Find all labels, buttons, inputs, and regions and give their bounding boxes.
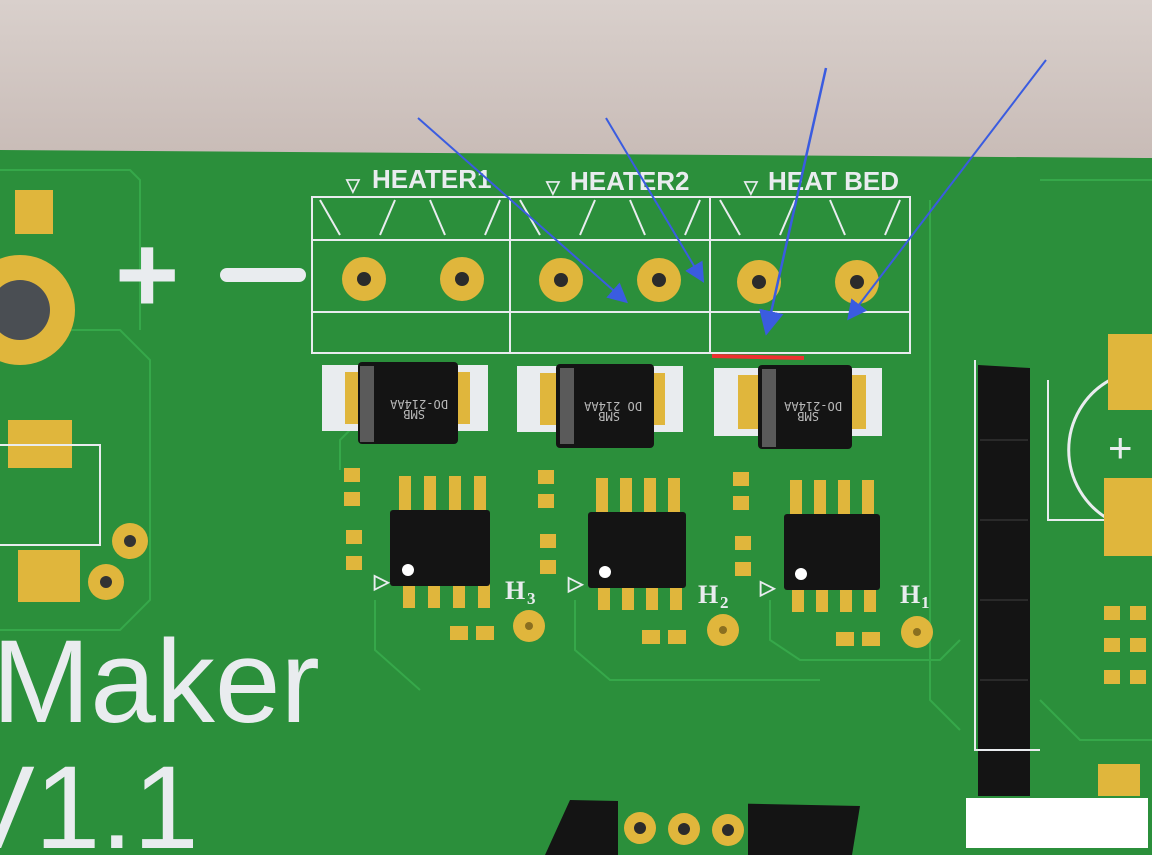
- test-points: H 3 H 2 H 1: [505, 576, 933, 648]
- svg-text:+: +: [1108, 424, 1133, 471]
- diode-part-label: DO 214AA: [583, 399, 642, 413]
- svg-text:▷: ▷: [567, 573, 585, 595]
- diode-package-label: SMB: [797, 409, 819, 423]
- heater1-label: HEATER1: [372, 164, 491, 194]
- mounting-hole: [0, 280, 50, 340]
- mosfet-chips: ▷ ▷ ▷: [373, 476, 880, 612]
- diode-part-label: DO-214AA: [783, 399, 842, 413]
- minus-sign-label: [220, 268, 306, 282]
- brand-label: Maker: [0, 616, 320, 748]
- diode-package-label: SMB: [403, 407, 425, 421]
- annotation-red-underline: [711, 354, 805, 360]
- diode-body: [556, 364, 654, 448]
- diode-body: [358, 362, 458, 444]
- annotation-arrow: [847, 59, 1047, 321]
- diode-body: [758, 365, 852, 449]
- triangle-icon: ▽: [345, 175, 361, 195]
- diode-package-label: SMB: [598, 409, 620, 423]
- test-point-h1-index: 1: [921, 593, 930, 612]
- test-point-h2-index: 2: [720, 593, 729, 612]
- copper-traces: [0, 169, 1152, 741]
- mosfet-1: ▷: [373, 476, 490, 608]
- bottom-connector: [545, 800, 860, 855]
- pcb-surface: [0, 150, 1152, 855]
- version-label: V1.1: [0, 742, 199, 855]
- blank-sticker: [966, 798, 1148, 848]
- test-point-h3-index: 3: [527, 589, 536, 608]
- svg-text:▷: ▷: [759, 577, 777, 599]
- heater2-label: HEATER2: [570, 166, 689, 196]
- smd-pad: [18, 550, 80, 602]
- triangle-icon: ▽: [743, 177, 759, 197]
- annotation-arrow: [605, 117, 705, 283]
- mosfet-3: ▷: [759, 480, 880, 612]
- test-point-h2-letter: H: [698, 580, 718, 609]
- annotation-overlay: [417, 59, 1047, 360]
- heatbed-label: HEAT BED: [768, 166, 899, 196]
- mosfet-2: ▷: [567, 478, 686, 610]
- annotation-arrow: [417, 117, 628, 304]
- svg-text:▷: ▷: [373, 571, 391, 593]
- diode-part-label: DO-214AA: [389, 397, 448, 411]
- pin-header-right: [974, 360, 1040, 796]
- smb-diodes: DO-214AA SMB DO 214AA SMB DO-214AA SMB: [322, 362, 882, 449]
- smd-pad: [15, 190, 53, 234]
- test-point-h1-letter: H: [900, 580, 920, 609]
- triangle-icon: ▽: [545, 177, 561, 197]
- test-point-h3-letter: H: [505, 576, 525, 605]
- heater-labels: ▽ HEATER1 ▽ HEATER2 ▽ HEAT BED: [345, 164, 899, 197]
- plus-sign-label: +: [115, 213, 179, 336]
- annotation-arrow: [759, 67, 828, 336]
- capacitor-right: +: [1047, 334, 1152, 796]
- small-passives: [344, 468, 880, 646]
- left-components: [0, 190, 148, 602]
